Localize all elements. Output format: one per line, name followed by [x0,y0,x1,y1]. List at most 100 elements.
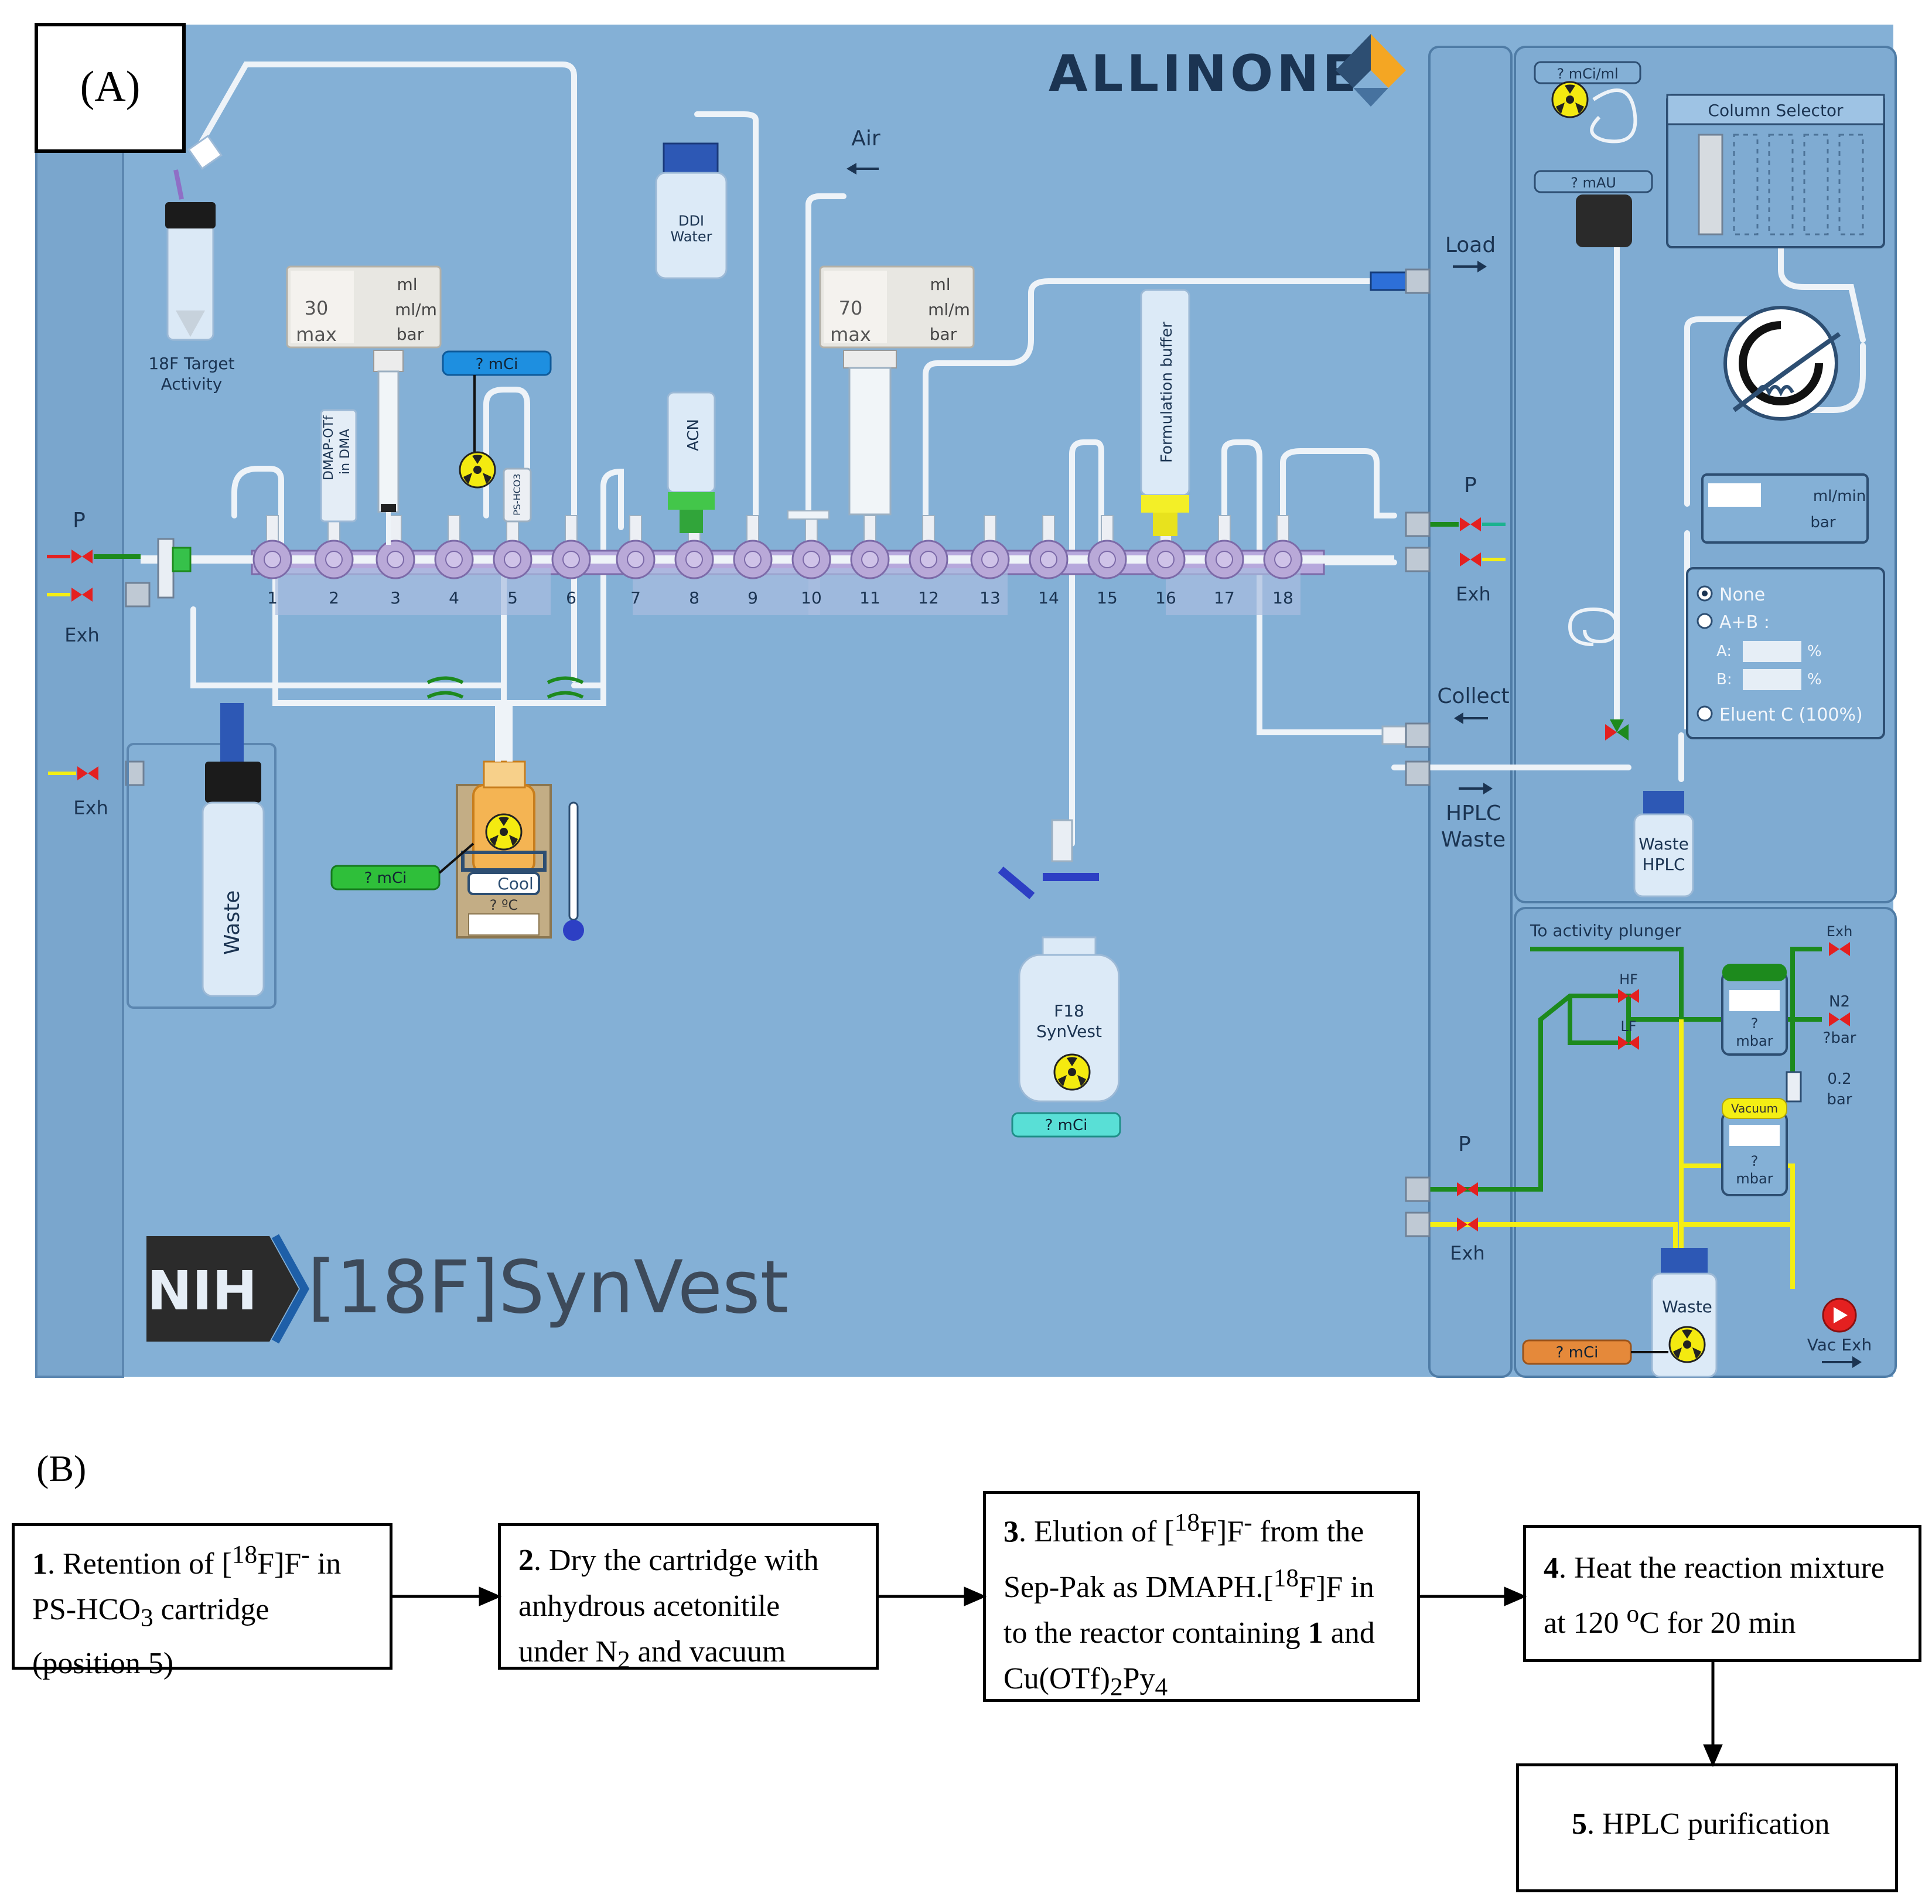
reg-label-1: 0.2 [1827,1070,1851,1088]
exh-label-vac: Exh [1450,1242,1484,1264]
nih-logo [146,1236,299,1342]
solvent-b-input[interactable] [1743,669,1801,690]
load-label: Load [1445,233,1496,257]
injection-valve[interactable] [1723,306,1841,421]
hplc-activity-readout [1534,61,1641,84]
thermometer-icon [563,801,584,941]
stopcock-18[interactable] [1263,540,1303,579]
solvent-b-label: B: [1716,671,1732,688]
hplc-radiation-icon [1551,81,1589,118]
syringe2-value-2: max [830,323,871,346]
stopcock-13[interactable] [970,540,1010,579]
position-label-7: 7 [630,588,641,608]
waste-hplc-label-2: HPLC [1642,855,1685,874]
syringe-pump-2-display[interactable] [819,265,975,349]
syringe-pump-1-display[interactable] [286,265,442,349]
step-4-number: 4 [1544,1551,1559,1585]
stopcock-11[interactable] [850,540,890,579]
position-label-4: 4 [449,588,459,608]
dmap-reagent-vial[interactable] [320,409,357,523]
stopcock-14[interactable] [1029,540,1069,579]
activity-cyan-text: ? mCi [1045,1117,1088,1134]
solvent-a-input[interactable] [1743,641,1801,662]
stopcock-5[interactable] [493,540,533,579]
right-column [1428,46,1513,1378]
stopcock-3[interactable] [376,540,415,579]
hplc-activity-text: ? mCi/ml [1556,66,1618,82]
cartridge-position-5[interactable] [503,468,532,523]
pump-unit-1: ml/min [1813,487,1866,505]
stopcock-15[interactable] [1087,540,1127,579]
reactor-temp-label: ? ºC [490,897,518,913]
activity-readout-blue [442,350,552,376]
radiation-icon [459,451,496,489]
position-label-10: 10 [801,588,822,608]
syringe-2[interactable] [843,350,897,516]
stopcock-4[interactable] [434,540,474,579]
stopcock-6[interactable] [551,540,591,579]
stopcock-9[interactable] [733,540,773,579]
vacuum-pump-icon [1822,1298,1857,1333]
position-label-9: 9 [747,588,758,608]
lf-label: LF [1620,1018,1636,1035]
position-label-2: 2 [329,588,339,608]
cartridge-5-label: PS-HCO3 [511,473,523,516]
stopcock-17[interactable] [1204,540,1244,579]
solvent-c-radio[interactable] [1697,705,1713,722]
brand-logo-icon [1336,34,1406,107]
gauge-vac-unit: mbar [1736,1171,1773,1187]
step-5-text: . HPLC purification [1587,1807,1830,1841]
gauge-top-unit: mbar [1736,1033,1773,1049]
stopcock-2[interactable] [314,540,354,579]
right-p-label: P [1464,473,1477,497]
panel-a-label: (A) [80,63,141,111]
syringe1-unit-2: ml/m [395,300,437,319]
vac-exh-top-label: Exh [1827,923,1853,940]
stopcock-16[interactable] [1146,540,1186,579]
step-2-number: 2 [518,1544,534,1577]
target-activity-vial[interactable] [165,135,223,341]
pump-unit-2: bar [1810,514,1835,531]
solvent-ab-radio[interactable] [1697,613,1713,629]
reactor-cool-label[interactable]: Cool [497,874,534,893]
activity-orange-text: ? mCi [1556,1344,1599,1362]
waste-radiation-icon [1668,1326,1706,1363]
stopcock-8[interactable] [674,540,714,579]
ddi-water-bottle[interactable] [655,142,728,279]
waste-hplc-bottle[interactable] [1633,791,1694,898]
solvent-c-label: Eluent C (100%) [1719,705,1863,725]
activity-readout-cyan [1011,1112,1121,1138]
stopcock-1[interactable] [252,540,292,579]
step-3-number: 3 [1003,1515,1019,1549]
hplc-waste-label-2: Waste [1441,828,1506,852]
stopcock-10[interactable] [791,540,831,579]
vac-exh-label: Vac Exh [1807,1335,1872,1354]
reactor-radiation-icon [485,813,523,851]
reactor[interactable] [456,760,552,939]
position-label-16: 16 [1155,588,1176,608]
position-label-13: 13 [979,588,1001,608]
solvent-none-label: None [1719,585,1765,605]
waste-bottle-left[interactable] [202,703,265,997]
acn-reagent-vial[interactable] [667,391,716,533]
solvent-b-pct: % [1807,671,1822,688]
hplc-waste-label-1: HPLC [1446,801,1501,825]
vial-label-1: F18 [1054,1001,1084,1021]
stopcock-12[interactable] [909,540,948,579]
position-label-18: 18 [1272,588,1293,608]
syringe-1[interactable] [373,350,404,545]
uv-detector [1576,195,1632,247]
collect-valve[interactable] [1605,719,1629,741]
stopcock-7[interactable] [616,540,656,579]
formulation-buffer-vial[interactable] [1140,289,1190,536]
collect-label: Collect [1437,684,1509,708]
target-label-2: Activity [161,374,223,394]
product-vial[interactable] [998,819,1120,1103]
position-label-8: 8 [689,588,699,608]
vial-radiation-icon [1053,1053,1091,1091]
vacuum-label: Vacuum [1731,1101,1778,1115]
